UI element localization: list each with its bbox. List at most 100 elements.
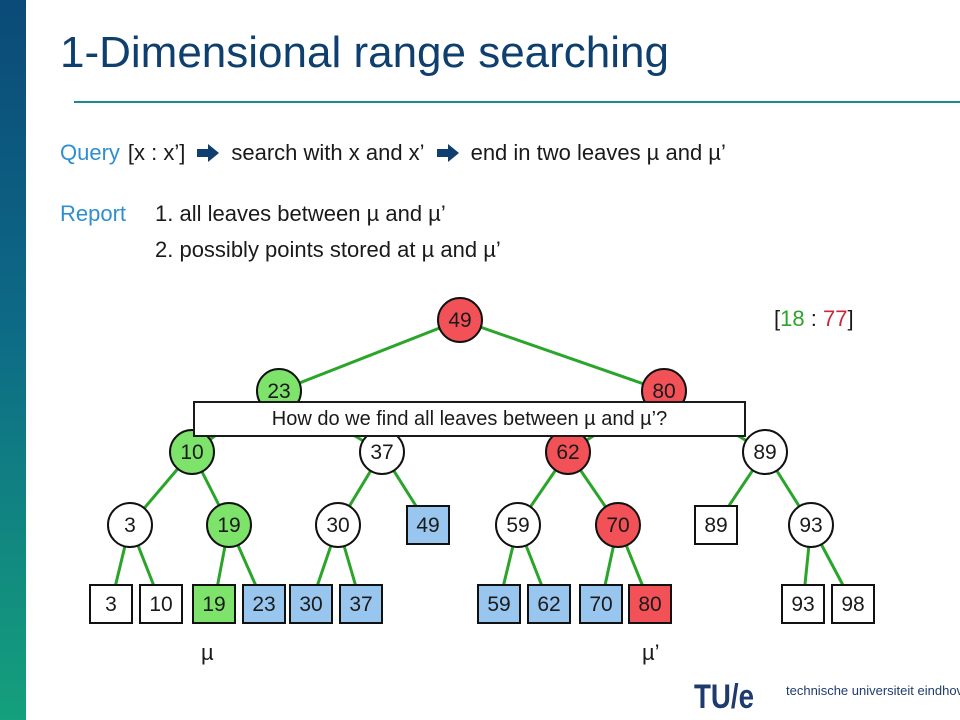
node-label: 3 — [105, 593, 117, 616]
leaf-box — [628, 584, 672, 624]
node-label: 80 — [652, 380, 675, 403]
query-line: Query [x : x’] search with x and x’ end … — [60, 140, 726, 166]
right-arrow-icon — [197, 144, 220, 162]
node-label: 49 — [448, 309, 471, 332]
tree-leaf: 98 — [831, 584, 875, 624]
tree-leaf: 23 — [242, 584, 286, 624]
tree-node: 49 — [437, 297, 483, 343]
node-circle — [315, 502, 361, 548]
tree-leaf: 80 — [628, 584, 672, 624]
leaf-box — [477, 584, 521, 624]
mu-prime-label: µ’ — [642, 640, 660, 665]
tree-leaf: 3 — [89, 584, 133, 624]
tree-leaf: 37 — [339, 584, 383, 624]
node-circle — [107, 502, 153, 548]
tue-logo-icon: TU/e — [694, 678, 754, 714]
tree-node: 89 — [742, 429, 788, 475]
node-label: 23 — [252, 593, 275, 616]
tree-node: 62 — [545, 429, 591, 475]
tree-leaf: 93 — [781, 584, 825, 624]
query-step-search: search with x and x’ — [231, 140, 425, 165]
tree-leaf: 19 — [192, 584, 236, 624]
node-label: 89 — [753, 441, 776, 464]
tree-edge — [459, 318, 665, 393]
node-circle — [495, 502, 541, 548]
tree-node: 10 — [169, 429, 215, 475]
leaf-box — [192, 584, 236, 624]
node-label: 19 — [217, 514, 240, 537]
node-label: 62 — [556, 441, 579, 464]
leaf-box — [139, 584, 183, 624]
node-circle — [437, 297, 483, 343]
node-circle — [788, 502, 834, 548]
tree-leaf: 10 — [139, 584, 183, 624]
tree-leaf: 30 — [289, 584, 333, 624]
node-circle — [169, 429, 215, 475]
node-label: 30 — [299, 593, 322, 616]
tree-leaf: 49 — [406, 505, 450, 545]
slide-sidebar-gradient — [0, 0, 26, 720]
tree-leaf: 70 — [579, 584, 623, 624]
leaf-box — [406, 505, 450, 545]
node-label: 59 — [487, 593, 510, 616]
node-label: 59 — [506, 514, 529, 537]
node-label: 10 — [180, 441, 203, 464]
tree-node: 70 — [595, 502, 641, 548]
mu-label: µ — [201, 640, 214, 665]
node-circle — [742, 429, 788, 475]
tree-leaf: 59 — [477, 584, 521, 624]
leaf-box — [339, 584, 383, 624]
range-high: 77 — [822, 306, 848, 331]
report-label: Report — [60, 201, 127, 226]
tree-node: 93 — [788, 502, 834, 548]
node-label: 70 — [606, 514, 629, 537]
node-label: 19 — [202, 593, 225, 616]
leaf-box — [694, 505, 738, 545]
tree-nodes: 49 23 80 10 37 62 89 3 19 30 49 59 70 89 93 3 10 19 23 30 37… — [89, 297, 875, 624]
range-separator: : — [804, 306, 823, 331]
node-label: 70 — [589, 593, 612, 616]
query-label: Query — [60, 140, 120, 165]
leaf-box — [242, 584, 286, 624]
node-label: 80 — [638, 593, 661, 616]
leaf-box — [579, 584, 623, 624]
leaf-box — [289, 584, 333, 624]
node-label: 3 — [124, 514, 136, 537]
slide-title: 1-Dimensional range searching — [60, 28, 669, 77]
node-label: 37 — [370, 441, 393, 464]
tree-leaf: 89 — [694, 505, 738, 545]
query-range: [18 : 77] — [774, 306, 854, 332]
report-item-2: 2. possibly points stored at µ and µ’ — [155, 237, 501, 262]
logo-mark: TU/e — [694, 678, 754, 714]
node-label: 98 — [841, 593, 864, 616]
node-circle — [206, 502, 252, 548]
leaf-box — [89, 584, 133, 624]
tree-node: 59 — [495, 502, 541, 548]
logo-tagline: technische universiteit eindhoven — [786, 683, 960, 698]
query-step-leaves: end in two leaves µ and µ’ — [470, 140, 726, 165]
range-open-bracket: [ — [774, 306, 781, 331]
node-label: 49 — [416, 514, 439, 537]
leaf-box — [527, 584, 571, 624]
leaf-box — [831, 584, 875, 624]
node-label: 62 — [537, 593, 560, 616]
report-item-1: 1. all leaves between µ and µ’ — [155, 201, 446, 226]
range-close-bracket: ] — [847, 306, 854, 331]
query-expression: [x : x’] — [127, 140, 186, 165]
node-label: 89 — [704, 514, 727, 537]
right-arrow-icon — [436, 144, 459, 162]
node-label: 23 — [267, 380, 290, 403]
node-label: 30 — [326, 514, 349, 537]
title-divider — [74, 101, 960, 103]
report-block: Report 1. all leaves between µ and µ’ 2.… — [60, 196, 501, 268]
tree-node: 37 — [359, 429, 405, 475]
range-low: 18 — [780, 306, 805, 331]
node-label: 93 — [799, 514, 822, 537]
tree-node: 30 — [315, 502, 361, 548]
tree-leaf: 62 — [527, 584, 571, 624]
node-circle — [595, 502, 641, 548]
node-label: 37 — [349, 593, 372, 616]
node-label: 93 — [791, 593, 814, 616]
tree-node: 3 — [107, 502, 153, 548]
